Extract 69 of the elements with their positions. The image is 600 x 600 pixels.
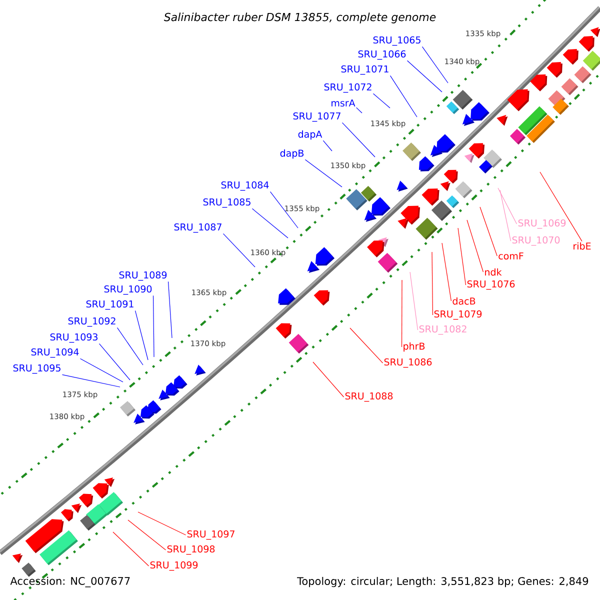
leader-line	[356, 107, 362, 114]
leader-line	[222, 233, 256, 268]
gene-label: SRU_1071	[341, 65, 388, 75]
gene-label: SRU_1092	[68, 317, 116, 327]
gene-label: SRU_1089	[119, 271, 167, 281]
gene-label: SRU_1076	[467, 280, 515, 290]
leader-line	[138, 512, 186, 536]
gene-label: SRU_1065	[373, 36, 420, 46]
gene-label: dacB	[452, 297, 476, 305]
leader-line	[466, 220, 484, 272]
leader-line	[432, 252, 434, 316]
title: Salinibacter ruber DSM 13855, complete genome	[164, 12, 436, 24]
gene-label: SRU_1070	[512, 236, 560, 246]
gene-label: SRU_1087	[174, 223, 222, 233]
leader-line	[442, 242, 452, 302]
leader-line	[350, 328, 384, 364]
leader-line	[98, 343, 130, 380]
gene-label: dapB	[280, 149, 304, 159]
gene-label: SRU_1095	[13, 364, 60, 374]
leader-line	[252, 208, 288, 238]
leader-line	[480, 206, 498, 256]
leader-line	[498, 188, 518, 224]
gene-label: SRU_1090	[104, 285, 152, 295]
gene-label: SRU_1094	[31, 348, 79, 358]
leader-line	[410, 272, 418, 330]
gene-label: ribE	[574, 242, 591, 250]
leader-line	[401, 280, 402, 348]
gene-label: phrB	[404, 342, 425, 352]
leader-line	[390, 75, 418, 118]
gene-label: SRU_1097	[187, 530, 234, 540]
gene-label: ndk	[485, 268, 502, 276]
leader-line	[116, 327, 144, 366]
gene-label: SRU_1077	[293, 112, 340, 122]
leader-line	[500, 190, 512, 242]
leader-line	[322, 140, 332, 152]
gene-label: dapA	[298, 130, 322, 140]
gene-label: SRU_1072	[324, 83, 372, 93]
gene-label: SRU_1093	[50, 333, 98, 343]
leader-line	[168, 281, 172, 338]
leader-line	[80, 358, 124, 382]
leader-line	[540, 172, 582, 242]
leader-line	[372, 93, 390, 108]
leader-line	[134, 310, 148, 360]
leader-line	[304, 159, 342, 188]
gene-label: SRU_1082	[419, 325, 466, 335]
gene-label: SRU_1088	[345, 392, 393, 402]
leader-line	[422, 46, 448, 84]
gene-label: SRU_1085	[203, 198, 250, 208]
gene-label: SRU_1079	[434, 310, 482, 320]
gene-label: SRU_1098	[167, 545, 215, 555]
leader-line	[152, 295, 154, 358]
leader-line	[112, 532, 150, 566]
leader-line	[406, 60, 442, 92]
leader-line	[270, 191, 298, 228]
gene-label: SRU_1099	[150, 561, 198, 571]
leader-line	[312, 362, 344, 398]
gene-label: SRU_1091	[86, 300, 134, 310]
gene-label: SRU_1066	[358, 50, 406, 60]
leader-line	[128, 520, 166, 550]
leader-line	[62, 374, 120, 388]
leader-line	[458, 228, 466, 286]
gene-label: msrA	[332, 99, 356, 107]
genome-info-text: Topology: circular; Length: 3,551,823 bp; Genes: 2,849	[297, 576, 588, 588]
leader-line	[342, 122, 376, 158]
gene-label: SRU_1069	[518, 219, 566, 229]
gene-label: SRU_1084	[221, 181, 269, 191]
gene-label: comF	[498, 252, 524, 260]
accession-text: Accession: NC_007677	[10, 576, 130, 588]
gene-label: SRU_1086	[384, 358, 432, 368]
